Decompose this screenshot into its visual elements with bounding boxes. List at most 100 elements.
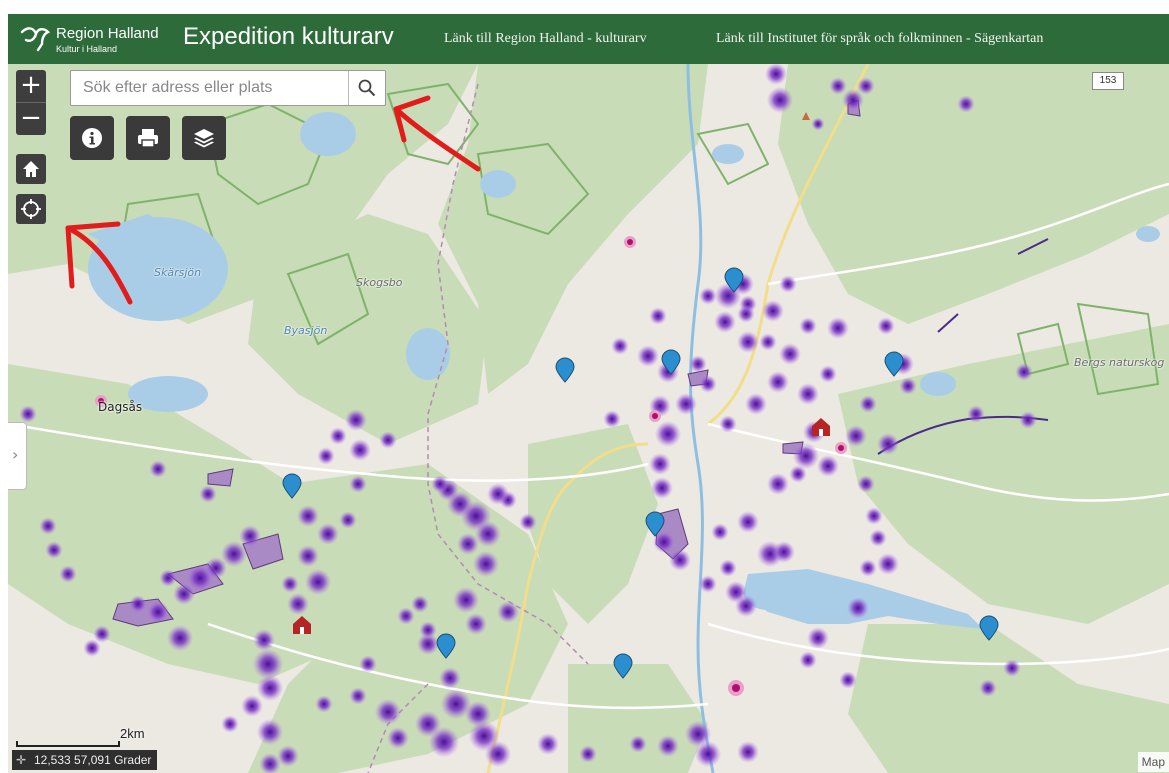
heat-spot [239,525,261,547]
locate-button[interactable] [16,194,46,224]
heat-spot [487,483,509,505]
location-pin-icon[interactable] [724,267,744,293]
heat-spot [497,601,519,623]
house-markers [293,418,830,634]
heat-spot [719,559,737,577]
heat-spot [472,550,500,578]
heat-spot [1015,363,1033,381]
heat-spot [379,431,397,449]
info-icon [82,128,102,148]
heat-spot [766,86,794,114]
heat-spot [694,740,722,768]
heat-spot [579,745,597,763]
heat-spot [767,371,789,393]
heat-spot [519,513,537,531]
heat-spot [737,331,759,353]
print-button[interactable] [126,116,170,160]
info-button[interactable] [70,116,114,160]
location-pin-icon[interactable] [661,349,681,375]
heat-spot [464,700,492,728]
heat-spot [440,688,472,720]
print-icon [138,129,158,148]
heat-spot [767,473,789,495]
region-halland-logo[interactable]: Region Halland Kultur i Halland [20,22,170,58]
heat-spot [297,505,319,527]
heat-spot [221,715,239,733]
heat-spot [317,447,335,465]
zoom-in-button[interactable]: + [20,70,42,100]
heat-spot [649,307,667,325]
heat-spot [419,621,437,639]
chevron-right-icon: › [12,445,19,464]
heat-spot [339,511,357,529]
label-byasjon: Byasjön [284,324,328,337]
pink-point-markers [95,236,847,696]
scale-label: 2km [120,726,145,741]
logo-name: Region Halland [56,25,159,42]
zoom-out-button[interactable]: − [16,102,46,135]
link-sagenkartan[interactable]: Länk till Institutet för språk och folkm… [716,31,1044,46]
heat-spot [699,287,717,305]
link-region-halland[interactable]: Länk till Region Halland - kulturarv [444,31,647,46]
heat-spot [537,733,559,755]
heat-spot [762,300,784,322]
map-view[interactable]: Skärsjön Skogsbo Byasjön Dagsås Bergs na… [8,64,1169,773]
heat-spot [817,455,839,477]
search-button[interactable] [348,71,385,105]
heat-spot [651,477,673,499]
location-pin-icon[interactable] [436,633,456,659]
heat-spot [474,520,502,548]
heat-spot [428,726,460,758]
location-pin-icon[interactable] [282,473,302,499]
heat-spot [484,740,512,768]
heat-spot [439,667,461,689]
heat-spot [792,442,820,470]
heat-spot [847,597,869,619]
heat-spot [845,425,867,447]
heat-spot [252,648,284,680]
heat-spot [819,365,837,383]
heat-spot [675,393,697,415]
layers-icon [194,129,214,148]
heat-spot [329,427,347,445]
location-pin-icon[interactable] [555,357,575,383]
heat-spot [699,375,717,393]
location-pin-icon[interactable] [645,511,665,537]
heat-spot [649,453,671,475]
map-attribution[interactable]: Map [1137,752,1169,772]
heat-spot [745,393,767,415]
location-pin-icon[interactable] [613,653,633,679]
heat-spot [39,517,57,535]
heat-spot [877,433,899,455]
heat-spot [737,511,759,533]
heat-spot [304,568,332,596]
heat-spot [315,695,333,713]
heat-spot [359,655,377,673]
label-bergs-naturskog: Bergs naturskog [1074,356,1165,369]
search-input[interactable] [71,71,349,105]
heat-spot [859,395,877,413]
heat-spot [349,439,371,461]
heat-spot [827,317,849,339]
layers-button[interactable] [182,116,226,160]
search-box [70,70,386,106]
heat-spot [689,355,707,373]
annotation-arrows [65,95,481,305]
heat-spot [799,317,817,335]
home-button[interactable] [16,154,46,184]
location-pin-icon[interactable] [979,615,999,641]
heat-spot [220,540,248,568]
crosshair-icon: ✛ [16,753,27,767]
heat-spot [397,607,415,625]
heat-spot [842,89,864,111]
location-pin-icon[interactable] [884,351,904,377]
heat-spot [779,343,801,365]
side-panel-toggle[interactable]: › [8,422,27,490]
coordinate-display[interactable]: ✛12,533 57,091 Grader [12,750,158,770]
heat-spot [166,624,194,652]
heat-spot [186,564,214,592]
map-canvas[interactable] [8,64,1169,773]
heat-spot [967,405,985,423]
heat-spot [629,735,647,753]
